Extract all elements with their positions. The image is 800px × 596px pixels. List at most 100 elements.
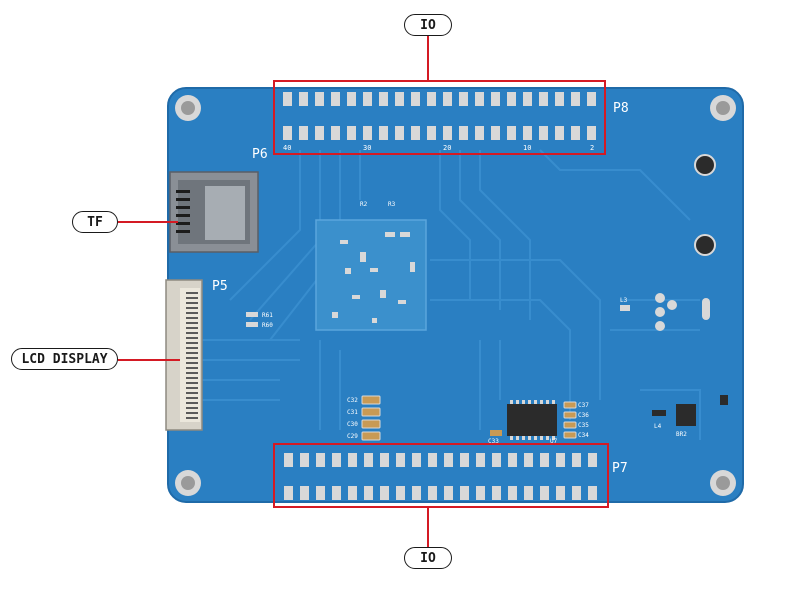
header-pad xyxy=(428,453,437,467)
silk-c34: C34 xyxy=(578,432,589,439)
mounting-hole-icon xyxy=(710,95,736,121)
header-pad xyxy=(572,486,581,500)
chip-pin xyxy=(540,400,543,404)
silk-l4: L4 xyxy=(654,423,662,430)
header-pad xyxy=(588,486,597,500)
header-pad xyxy=(476,486,485,500)
fpc-pin xyxy=(186,337,198,339)
header-pad xyxy=(492,453,501,467)
header-pad xyxy=(443,126,452,140)
chip-pin xyxy=(534,436,537,440)
header-pad xyxy=(427,126,436,140)
silk-c35: C35 xyxy=(578,422,589,429)
header-pad xyxy=(396,486,405,500)
fpc-pin xyxy=(186,407,198,409)
header-pad xyxy=(523,92,532,106)
fpc-pin xyxy=(186,342,198,344)
pin-header-icon xyxy=(283,92,596,140)
chip-pin xyxy=(516,400,519,404)
header-pad xyxy=(540,453,549,467)
header-pad xyxy=(491,126,500,140)
header-pad xyxy=(475,92,484,106)
fpc-pin xyxy=(186,377,198,379)
fpc-pin xyxy=(186,307,198,309)
header-pad xyxy=(539,92,548,106)
fpc-pin xyxy=(186,387,198,389)
header-pad xyxy=(428,486,437,500)
fpc-pin xyxy=(186,417,198,419)
header-pad xyxy=(508,486,517,500)
header-pad xyxy=(380,486,389,500)
chip-pin xyxy=(552,436,555,440)
header-pad xyxy=(348,486,357,500)
silk-pin30: 30 xyxy=(363,144,371,152)
header-pad xyxy=(524,453,533,467)
header-pad xyxy=(412,486,421,500)
fpc-pin xyxy=(186,317,198,319)
io-top-highlight-box xyxy=(273,80,606,155)
header-pad xyxy=(460,486,469,500)
chip-pin xyxy=(546,436,549,440)
header-pad xyxy=(315,92,324,106)
silk-c30: C30 xyxy=(347,421,358,428)
header-pad xyxy=(507,126,516,140)
header-pad xyxy=(588,453,597,467)
header-pad xyxy=(299,92,308,106)
header-pad xyxy=(332,486,341,500)
fpc-pin xyxy=(186,297,198,299)
header-pad xyxy=(492,486,501,500)
pin-header-icon xyxy=(284,453,597,500)
header-pad xyxy=(348,453,357,467)
mounting-hole-icon xyxy=(175,95,201,121)
capacitor-c33 xyxy=(490,430,502,436)
silk-c36: C36 xyxy=(578,412,589,419)
header-pad xyxy=(283,126,292,140)
header-pad xyxy=(364,453,373,467)
silk-r60: R60 xyxy=(262,322,273,329)
silk-p5: P5 xyxy=(212,279,228,294)
fpc-pin xyxy=(186,397,198,399)
fpc-pin xyxy=(186,367,198,369)
header-pad xyxy=(444,486,453,500)
header-pad xyxy=(459,92,468,106)
fpc-pin xyxy=(186,372,198,374)
silk-u7: U7 xyxy=(550,438,558,445)
fpc-pin xyxy=(186,412,198,414)
header-pad xyxy=(476,453,485,467)
mounting-hole-icon xyxy=(710,470,736,496)
header-pad xyxy=(572,453,581,467)
lcd-display-callout: LCD DISPLAY xyxy=(11,348,118,370)
fpc-pin xyxy=(186,322,198,324)
chip-pin xyxy=(522,436,525,440)
silk-c37: C37 xyxy=(578,402,589,409)
chip-pin xyxy=(534,400,537,404)
silk-l3: L3 xyxy=(620,297,628,304)
header-pad xyxy=(412,453,421,467)
fpc-pin xyxy=(186,362,198,364)
io-top-callout: IO xyxy=(404,14,452,36)
header-pad xyxy=(300,486,309,500)
silk-br2: BR2 xyxy=(676,431,687,438)
header-pad xyxy=(396,453,405,467)
header-pad xyxy=(364,486,373,500)
header-pad xyxy=(316,486,325,500)
silk-p7: P7 xyxy=(612,461,628,476)
chip-pin xyxy=(510,400,513,404)
silk-pin10: 10 xyxy=(523,144,531,152)
chip-pin xyxy=(522,400,525,404)
tf-callout: TF xyxy=(72,211,118,233)
header-pad xyxy=(284,453,293,467)
io-bottom-callout: IO xyxy=(404,547,452,569)
header-pad xyxy=(315,126,324,140)
silk-c31: C31 xyxy=(347,409,358,416)
chip-pin xyxy=(552,400,555,404)
right-components xyxy=(620,154,728,426)
header-pad xyxy=(347,92,356,106)
silk-r3: R3 xyxy=(388,201,396,208)
header-pad xyxy=(380,453,389,467)
silk-c32: C32 xyxy=(347,397,358,404)
header-pad xyxy=(379,92,388,106)
header-pad xyxy=(555,92,564,106)
fpc-pin xyxy=(186,302,198,304)
